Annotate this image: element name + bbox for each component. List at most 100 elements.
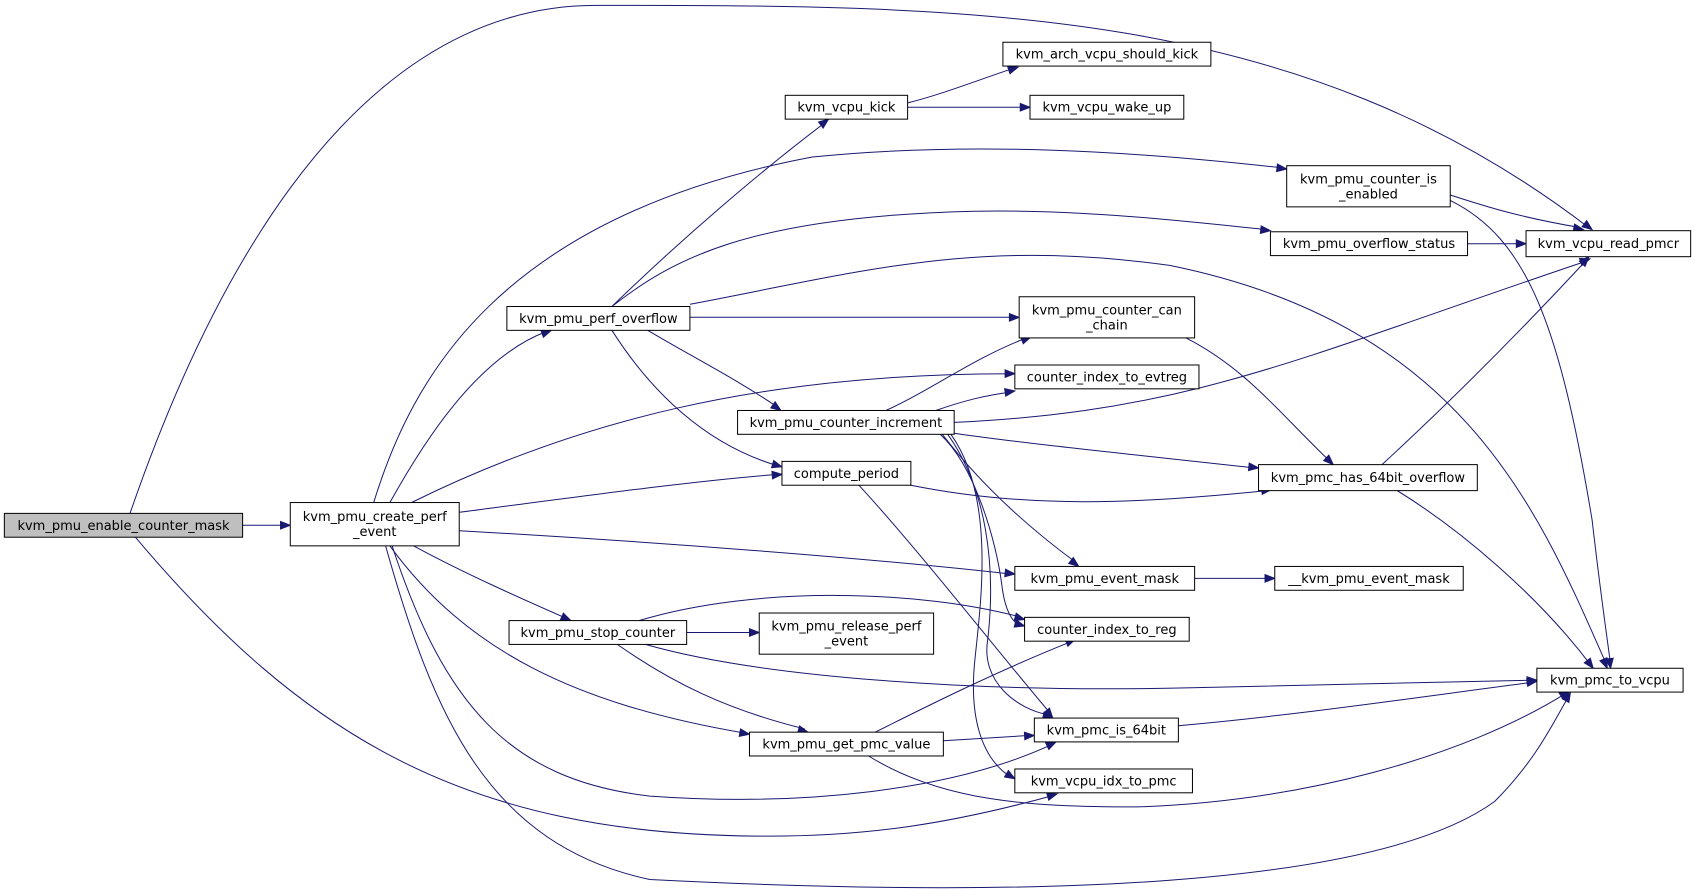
- node-should-kick[interactable]: kvm_arch_vcpu_should_kick: [1002, 41, 1212, 67]
- node-create-perf[interactable]: kvm_pmu_create_perf_event: [289, 502, 460, 547]
- node-stop-counter[interactable]: kvm_pmu_stop_counter: [508, 620, 688, 645]
- arrow-head-icon: [1013, 618, 1026, 628]
- arrow-head-icon: [748, 627, 761, 638]
- node-perf-overflow[interactable]: kvm_pmu_perf_overflow: [506, 306, 691, 331]
- node-box: [781, 460, 912, 486]
- edge-line: [373, 148, 1283, 503]
- edge-line: [611, 210, 1267, 307]
- arrow-head-icon: [1581, 219, 1594, 231]
- edge-get_pmc_value-to-pmc_to_vcpu: [868, 690, 1571, 808]
- edge-line: [135, 536, 1056, 837]
- edge-line: [874, 640, 1073, 733]
- edge-perf_overflow-to-compute_period: [611, 330, 784, 469]
- edge-vcpu_kick-to-should_kick: [907, 66, 1020, 104]
- node-idx-to-evtreg[interactable]: counter_index_to_evtreg: [1014, 364, 1200, 390]
- edge-line: [1396, 490, 1591, 665]
- arrow-head-icon: [1515, 239, 1528, 249]
- node-label: counter_index_to_evtreg: [1027, 370, 1187, 385]
- edge-stop_counter-to-get_pmc_value: [617, 643, 810, 734]
- node-box: [1033, 717, 1179, 743]
- node-box: [1269, 231, 1469, 257]
- node-label: counter_index_to_reg: [1037, 623, 1176, 638]
- edge-line: [939, 433, 1022, 627]
- node-pmc-is-64bit[interactable]: kvm_pmc_is_64bit: [1033, 717, 1179, 743]
- node-box: [1014, 768, 1193, 794]
- node-counter-is-enabled[interactable]: kvm_pmu_counter_is_enabled: [1286, 165, 1451, 208]
- edge-perf_overflow-to-counter_increment: [647, 329, 783, 412]
- node-box: [1286, 165, 1451, 208]
- node-box: [1024, 616, 1190, 642]
- node-box: [506, 306, 691, 331]
- node-label: kvm_pmc_to_vcpu: [1550, 674, 1670, 689]
- node-label: kvm_vcpu_wake_up: [1042, 101, 1171, 116]
- edge-counter_increment-to-idx_to_evtreg: [935, 388, 1017, 411]
- node-label: kvm_pmu_stop_counter: [521, 626, 676, 641]
- node-box: [1274, 565, 1464, 591]
- node-idx-to-reg[interactable]: counter_index_to_reg: [1024, 616, 1190, 642]
- arrow-head-icon: [1042, 707, 1054, 720]
- edge-line: [943, 734, 1031, 742]
- node-has-64bit-overflow[interactable]: kvm_pmc_has_64bit_overflow: [1258, 464, 1478, 492]
- node-idx-to-pmc[interactable]: kvm_vcpu_idx_to_pmc: [1014, 768, 1193, 794]
- node-label: kvm_vcpu_read_pmcr: [1538, 237, 1680, 252]
- edge-perf_overflow-to-overflow_status: [611, 210, 1272, 307]
- node-vcpu-kick[interactable]: kvm_vcpu_kick: [784, 94, 909, 120]
- edge-counter_increment-to-read_pmcr: [954, 257, 1592, 423]
- node-label: kvm_arch_vcpu_should_kick: [1016, 48, 1199, 63]
- node-box: [1018, 296, 1196, 339]
- edge-compute_period-to-pmc_is_64bit: [858, 484, 1054, 720]
- node-box: [3, 512, 244, 538]
- edge-line: [391, 545, 1053, 800]
- arrow-head-icon: [771, 470, 784, 480]
- node-wake-up[interactable]: kvm_vcpu_wake_up: [1029, 94, 1185, 120]
- node-label: kvm_pmu_enable_counter_mask: [17, 519, 230, 534]
- node-box: [1536, 667, 1684, 693]
- node-read-pmcr[interactable]: kvm_vcpu_read_pmcr: [1525, 230, 1692, 258]
- edge-perf_overflow-to-pmc_to_vcpu: [689, 254, 1608, 670]
- edge-perf_overflow-to-can_chain: [689, 312, 1021, 322]
- edge-counter_increment-to-has_64bit_overflow: [954, 432, 1260, 472]
- edge-counter_increment-to-idx_to_reg: [939, 433, 1026, 628]
- edge-line: [1450, 194, 1580, 228]
- edge-vcpu_kick-to-wake_up: [907, 102, 1032, 112]
- node-label: compute_period: [794, 467, 899, 482]
- node-label: kvm_vcpu_idx_to_pmc: [1031, 774, 1177, 789]
- edge-create_perf-to-get_pmc_value: [389, 545, 751, 738]
- node-enable-mask: kvm_pmu_enable_counter_mask: [3, 512, 244, 538]
- edge-stop_counter-to-release_perf: [686, 627, 761, 638]
- edge-compute_period-to-has_64bit_overflow: [910, 484, 1273, 503]
- node-label: kvm_vcpu_kick: [797, 101, 896, 116]
- node-can-chain[interactable]: kvm_pmu_counter_can_chain: [1018, 296, 1196, 339]
- arrow-head-icon: [1023, 731, 1036, 741]
- node-box: [748, 731, 944, 757]
- edge-enable_mask-to-create_perf: [242, 520, 292, 530]
- node-pmc-to-vcpu[interactable]: kvm_pmc_to_vcpu: [1536, 667, 1684, 693]
- edge-line: [129, 4, 1591, 514]
- node-overflow-status[interactable]: kvm_pmu_overflow_status: [1269, 231, 1469, 257]
- node-label: _chain: [1085, 318, 1128, 333]
- arrow-head-icon: [817, 118, 830, 129]
- node-event-mask[interactable]: __kvm_pmu_event_mask: [1274, 565, 1464, 591]
- node-label: _event: [352, 525, 397, 540]
- node-compute-period[interactable]: compute_period: [781, 460, 912, 486]
- arrow-head-icon: [1044, 741, 1058, 751]
- node-get-pmc-value[interactable]: kvm_pmu_get_pmc_value: [748, 731, 944, 757]
- node-label: kvm_pmu_get_pmc_value: [762, 738, 930, 753]
- arrow-head-icon: [1599, 657, 1608, 670]
- edge-line: [935, 391, 1011, 411]
- arrow-head-icon: [1045, 792, 1059, 802]
- edge-enable_mask-to-idx_to_pmc: [135, 536, 1059, 837]
- arrow-head-icon: [1006, 66, 1020, 75]
- edge-has_64bit_overflow-to-read_pmcr: [1381, 255, 1590, 465]
- edge-line: [611, 330, 778, 467]
- node-counter-increment[interactable]: kvm_pmu_counter_increment: [737, 409, 955, 435]
- arrow-head-icon: [770, 459, 784, 469]
- node-box: [784, 94, 909, 120]
- node-label: kvm_pmu_release_perf: [771, 620, 922, 635]
- node-event-mask[interactable]: kvm_pmu_event_mask: [1014, 565, 1196, 591]
- arrow-head-icon: [1004, 568, 1017, 578]
- edge-line: [389, 330, 548, 503]
- edge-line: [385, 545, 1570, 889]
- node-release-perf[interactable]: kvm_pmu_release_perf_event: [758, 612, 935, 655]
